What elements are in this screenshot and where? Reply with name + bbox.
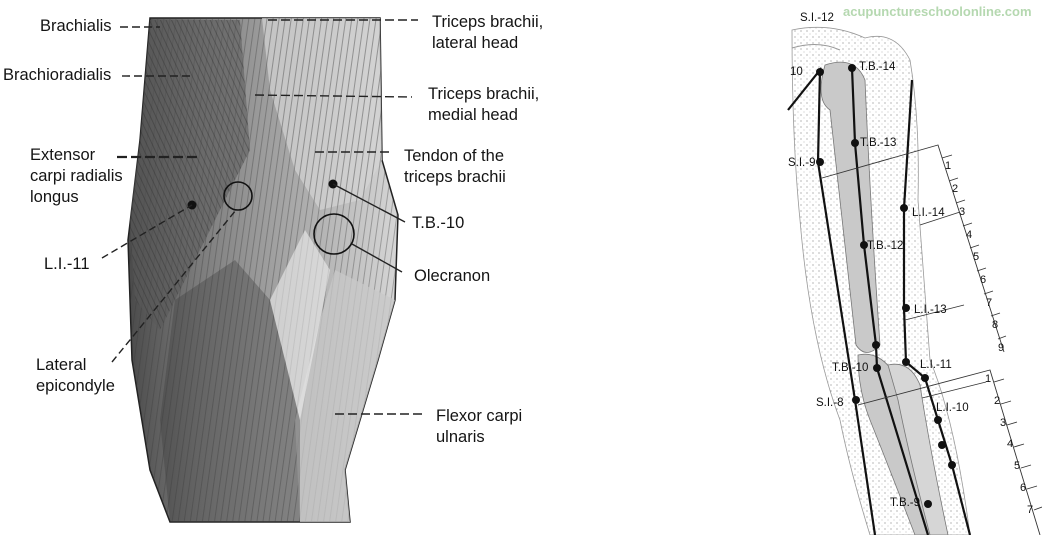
lower-scale-1: 1 [985,373,992,385]
li11-point-right [921,374,929,382]
lower-scale-5: 5 [1014,460,1021,472]
si9-point [816,158,824,166]
flexor-carpi-ulnaris-muscle [295,270,395,522]
radius-bone [887,363,949,535]
label-olecranon: Olecranon [414,267,491,285]
label-li14: L.I.-14 [912,207,945,219]
lower-scale-ticks [993,378,1042,511]
label-brachioradialis: Brachioradialis [3,66,112,84]
label-tb13: T.B.-13 [860,137,897,149]
li14-point [900,204,908,212]
label-si12: S.I.-12 [800,12,834,24]
upper-scale-5: 5 [973,251,980,263]
upper-scale-3: 3 [959,206,966,218]
tb10-point-right [873,364,881,372]
lower-scale-ruler [857,369,1041,535]
label-triceps-medial-head: Triceps brachii, medial head [428,85,540,124]
large-intestine-meridian [902,79,972,535]
upper-scale-7: 7 [986,297,993,309]
li13-point [902,304,910,312]
leader-triceps-medial [254,94,413,98]
label-triceps-tendon: Tendon of the triceps brachii [404,147,506,186]
olecranon-marker [313,213,355,255]
lower-scale-6: 6 [1020,482,1027,494]
label-li11: L.I.-11 [44,255,90,273]
elbow-muscle-illustration: Brachialis Brachioradialis Extensor carp… [3,13,544,523]
upper-scale-6: 6 [980,274,987,286]
label-extensor-carpi-radialis-longus: Extensor carpi radialis longus [30,146,123,206]
label-li10: L.I.-10 [936,402,969,414]
arm-acupoint-chart: acupunctureschoolonline.com S.I.-12 10 T… [770,0,1042,535]
tb11-point [872,341,880,349]
leader-li11 [101,204,193,259]
label-brachialis: Brachialis [40,17,112,35]
label-si9: S.I.-9 [788,157,816,169]
label-tb10: T.B.-10 [412,214,465,232]
label-tb12: T.B.-12 [867,240,904,252]
upper-scale-9: 9 [998,342,1005,354]
upper-scale-ruler [821,144,1005,353]
label-tb9: T.B.-9 [890,497,921,509]
label-li11-right: L.I.-11 [920,359,952,371]
upper-scale-1: 1 [945,160,952,172]
label-tb10-right: T.B.-10 [832,362,869,374]
li9-point [938,441,946,449]
label-triceps-lateral-head: Triceps brachii, lateral head [432,13,544,52]
label-lateral-epicondyle: Lateral epicondyle [36,356,115,395]
label-si8: S.I.-8 [816,397,844,409]
tb14-point [848,64,856,72]
label-tb14: T.B.-14 [859,61,896,73]
label-flexor-carpi-ulnaris: Flexor carpi ulnaris [436,407,523,446]
lower-scale-7: 7 [1027,504,1034,516]
upper-scale-2: 2 [952,183,959,195]
upper-scale-8: 8 [992,319,999,331]
tb12-point [860,241,868,249]
elbow-muscle-drawing [101,17,425,523]
label-li13: L.I.-13 [914,304,947,316]
li12-point [902,358,910,366]
humerus-bone [820,61,881,353]
tb13-point [851,139,859,147]
watermark: acupunctureschoolonline.com [843,4,1032,19]
label-si10: 10 [790,66,803,78]
triple-burner-meridian [850,67,930,535]
lower-scale-4: 4 [1007,438,1014,450]
tb9-point [924,500,932,508]
upper-scale-4: 4 [966,229,973,241]
li10-point [934,416,942,424]
si8-point [852,396,860,404]
lower-scale-2: 2 [994,395,1001,407]
si10-point [816,68,824,76]
arm-acupoint-drawing [787,26,1042,535]
lateral-epicondyle-marker [223,181,253,211]
leader-tb10 [332,183,406,223]
lower-scale-3: 3 [1000,417,1007,429]
upper-scale-ticks [941,154,1007,340]
li8-point [948,461,956,469]
leader-olecranon [351,243,403,273]
